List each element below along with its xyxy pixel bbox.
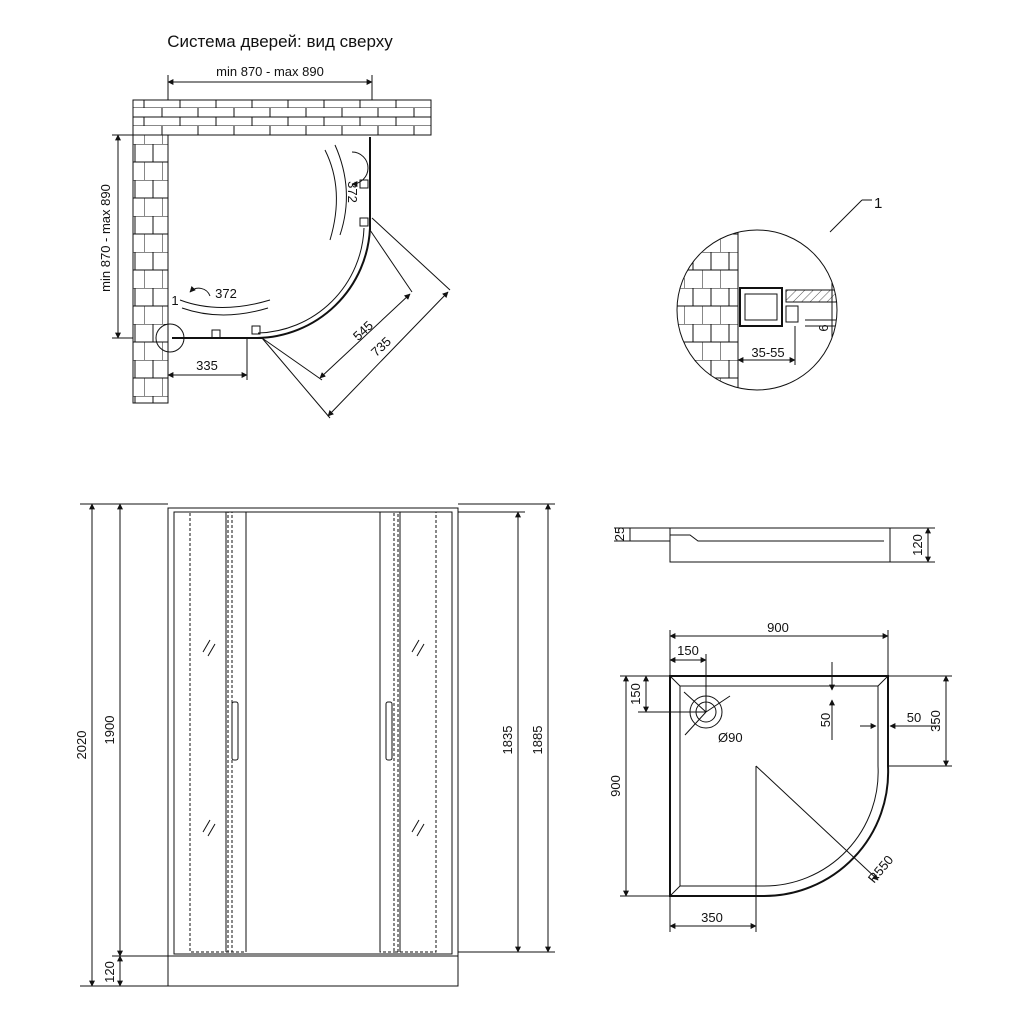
inset-top-label: 50 (818, 713, 833, 727)
drain-y-label: 150 (628, 683, 643, 705)
radius-outer-label: 735 (368, 334, 394, 360)
left-door-handle (231, 701, 239, 761)
door-height-label: 1900 (102, 716, 117, 745)
inset-side-label: 50 (907, 710, 921, 725)
total-height-label: 2020 (74, 731, 89, 760)
radius-line (755, 765, 879, 881)
depth-range-label: min 870 - max 890 (98, 184, 113, 292)
detail-marker-circle (155, 323, 185, 353)
radius-label: R550 (865, 852, 896, 885)
curved-door-arc (256, 227, 371, 339)
tray-side-height-label: 120 (910, 534, 925, 556)
swing-upper-label: 372 (345, 181, 360, 203)
tray-height-label: 120 (102, 961, 117, 983)
panel-height-label: 1885 (530, 726, 545, 755)
front-view: 2020 1900 120 1835 1885 (74, 503, 555, 987)
drain-diameter-label: Ø90 (718, 730, 743, 745)
bottom-len-label: 350 (701, 910, 723, 925)
detail-marker-label: 1 (171, 293, 178, 308)
left-wall (132, 134, 169, 404)
radius-outer-dim (327, 291, 449, 417)
tray-side-outline (669, 527, 891, 563)
offset-label: 335 (196, 358, 218, 373)
right-door-handle (385, 701, 393, 761)
tray-width-label: 900 (767, 620, 789, 635)
drain-x-label: 150 (677, 643, 699, 658)
side-len-label: 350 (928, 710, 943, 732)
width-range-label: min 870 - max 890 (216, 64, 324, 79)
top-view: Система дверей: вид сверху min 870 - max… (98, 32, 451, 419)
adjust-label: 35-55 (751, 345, 784, 360)
top-wall (132, 99, 432, 136)
radius-inner-label: 545 (350, 318, 376, 344)
gap-label: 6 (816, 324, 831, 331)
rim-label: 25 (612, 527, 627, 541)
swing-arc-lower (179, 299, 271, 308)
detail-view: 1 35-55 6 (676, 195, 882, 391)
detail-circle (676, 229, 838, 391)
top-view-title: Система дверей: вид сверху (167, 32, 393, 51)
swing-arc-upper (324, 149, 337, 241)
detail-marker: 1 (874, 195, 882, 212)
inner-height-label: 1835 (500, 726, 515, 755)
swing-lower-label: 372 (215, 286, 237, 301)
tray-top-view: 900 150 150 Ø90 900 50 50 350 350 (608, 620, 952, 932)
tray-depth-label: 900 (608, 775, 623, 797)
tray-side-view: 25 120 (612, 527, 935, 563)
